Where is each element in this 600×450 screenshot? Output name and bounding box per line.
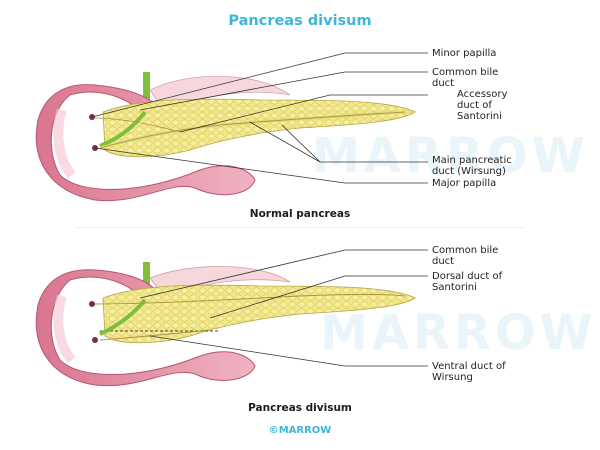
dorsal-duct (94, 294, 406, 305)
bile-duct (99, 110, 147, 148)
leader-lines (91, 52, 428, 184)
normal-pancreas-figure (35, 52, 428, 202)
label-accessory-duct: Accessory duct of Santorini (457, 89, 508, 122)
bile-duct-upper (143, 72, 150, 112)
accessory-duct (94, 117, 181, 133)
bile-duct-upper (143, 262, 150, 302)
label-minor-papilla: Minor papilla (432, 48, 497, 59)
caption-normal: Normal pancreas (249, 208, 351, 220)
watermark: MARROW (320, 305, 597, 361)
pancreas (102, 284, 416, 344)
watermark: MARROW (312, 128, 589, 184)
caption-divisum: Pancreas divisum (248, 402, 352, 414)
brand-logo: ©MARROW (268, 425, 332, 436)
label-major-papilla: Major papilla (432, 178, 497, 189)
page-title: Pancreas divisum (228, 13, 372, 29)
divider (75, 227, 525, 228)
divisum-figure (35, 249, 428, 387)
leader-lines (139, 249, 428, 367)
pancreas (102, 98, 416, 158)
ventral-duct (99, 329, 211, 341)
